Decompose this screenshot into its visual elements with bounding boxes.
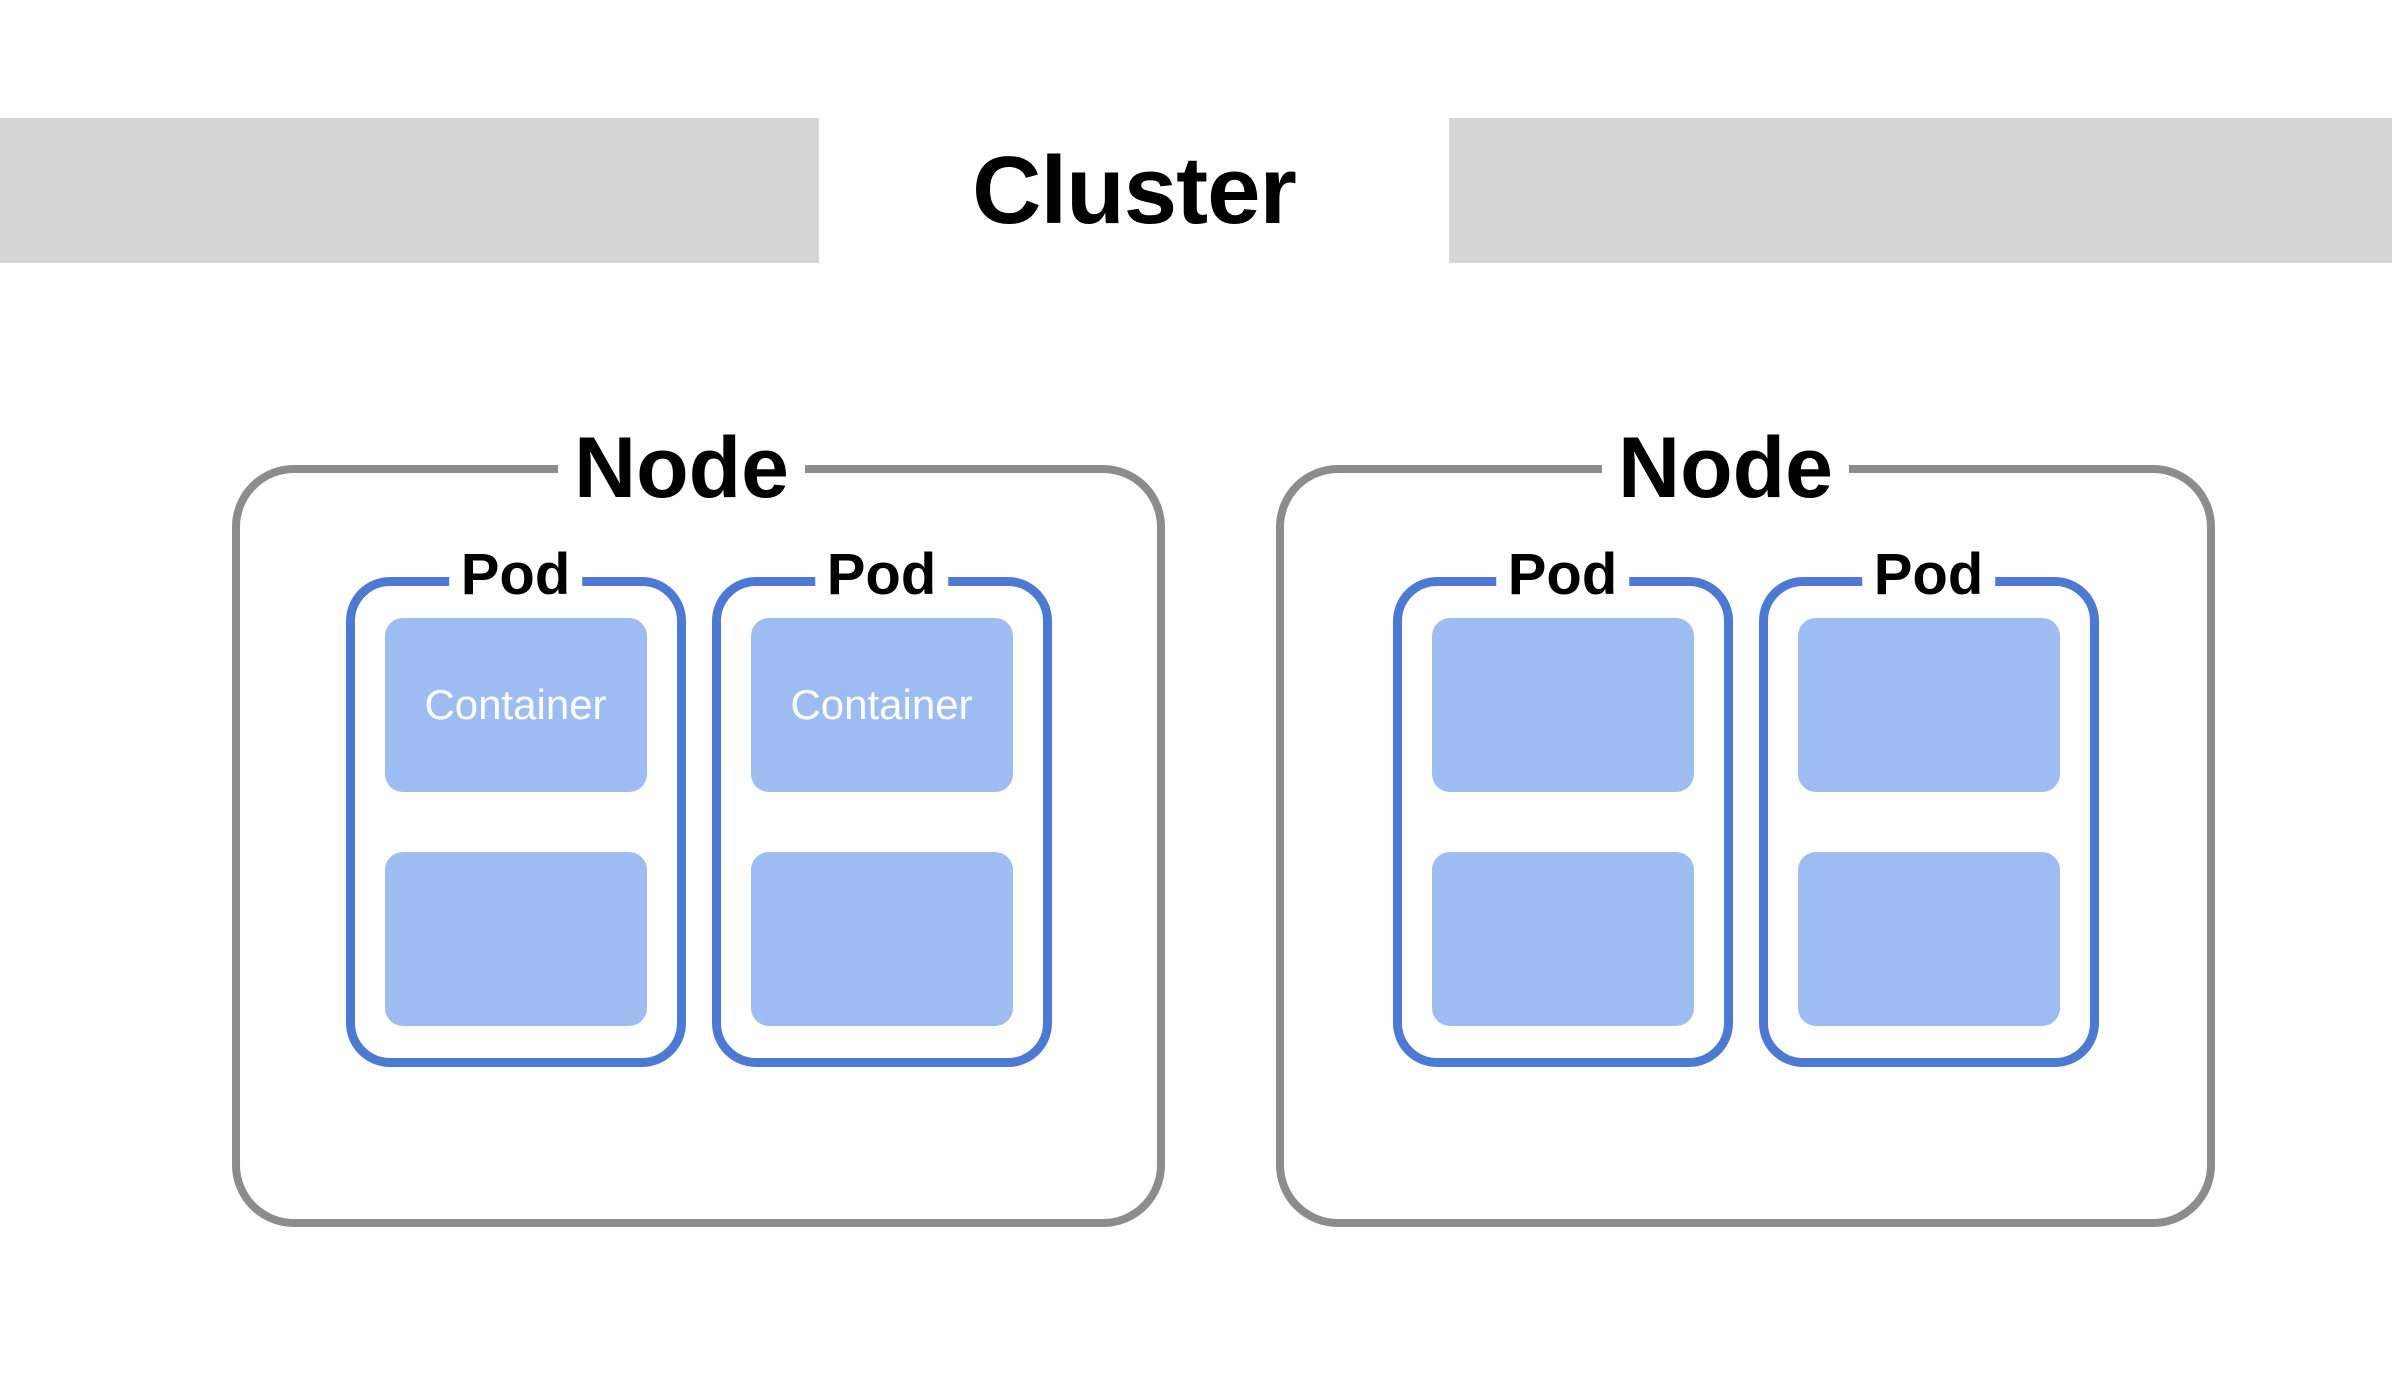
header-band-right xyxy=(1449,118,2392,263)
node-label: Node xyxy=(558,419,805,517)
container-box xyxy=(1797,618,2060,792)
pod-label: Pod xyxy=(1495,542,1630,608)
container-box xyxy=(1797,852,2060,1026)
pod-row: Pod Container Pod Container xyxy=(240,473,1157,1219)
pod-group: Pod Container xyxy=(345,542,686,1067)
node-group-1: Node Pod Container Pod Container xyxy=(232,419,1165,1227)
container-box xyxy=(384,852,647,1026)
container-box xyxy=(1431,618,1694,792)
node-group-2: Node Pod Pod xyxy=(1276,419,2215,1227)
pod-label: Pod xyxy=(1861,542,1996,608)
container-box xyxy=(750,852,1013,1026)
pod-group: Pod Container xyxy=(711,542,1052,1067)
pod-row: Pod Pod xyxy=(1284,473,2207,1219)
container-box xyxy=(1431,852,1694,1026)
cluster-title: Cluster xyxy=(972,136,1297,244)
container-box: Container xyxy=(750,618,1013,792)
node-label: Node xyxy=(1602,419,1849,517)
pod-group: Pod xyxy=(1392,542,1733,1067)
pod-group: Pod xyxy=(1758,542,2099,1067)
pod-label: Pod xyxy=(814,542,949,608)
pod-label: Pod xyxy=(448,542,583,608)
container-box: Container xyxy=(384,618,647,792)
header-band-left xyxy=(0,118,819,263)
